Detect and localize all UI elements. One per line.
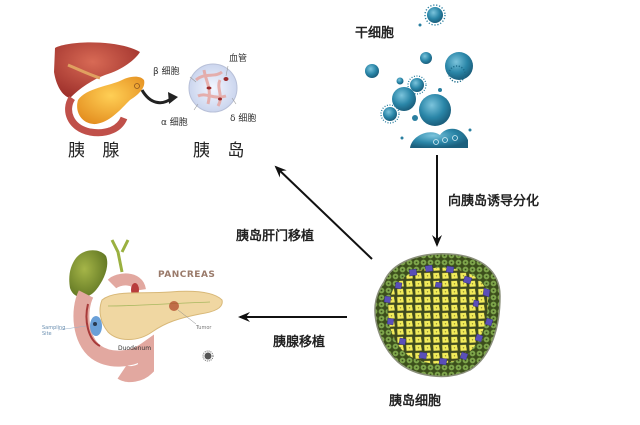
alpha-cell-label: α 细胞 [161, 118, 188, 128]
pancreas-transplant-label: 胰腺移植 [273, 335, 326, 350]
pancreas-title: PANCREAS [158, 270, 216, 280]
liver-pancreas-illustration [54, 42, 145, 137]
zoom-arrow [140, 89, 173, 105]
stem-cells-label: 干细胞 [355, 26, 395, 41]
delta-cell-label: δ 细胞 [230, 114, 257, 124]
beta-cell-label: β 细胞 [153, 67, 180, 77]
islet-magnified [188, 63, 238, 113]
pancreas-label: 胰 腺 [68, 141, 126, 161]
islet-cells-label: 胰岛细胞 [389, 394, 442, 409]
pancreas-anatomy-illustration [57, 239, 223, 383]
arrow-islet-transplant [274, 165, 373, 260]
differentiation-label: 向胰岛诱导分化 [448, 194, 540, 209]
islet-cells-illustration [374, 253, 501, 378]
tumor-label: Tumor [196, 325, 212, 331]
islet-portal-transplant-label: 胰岛肝门移植 [236, 229, 315, 244]
sampling-site-label: Sampling Site [42, 325, 66, 337]
duodenum-label: Duodenum [118, 345, 152, 352]
stem-cells-illustration [365, 4, 473, 148]
islet-label: 胰 岛 [193, 141, 251, 161]
blood-vessel-label: 血管 [229, 54, 248, 64]
